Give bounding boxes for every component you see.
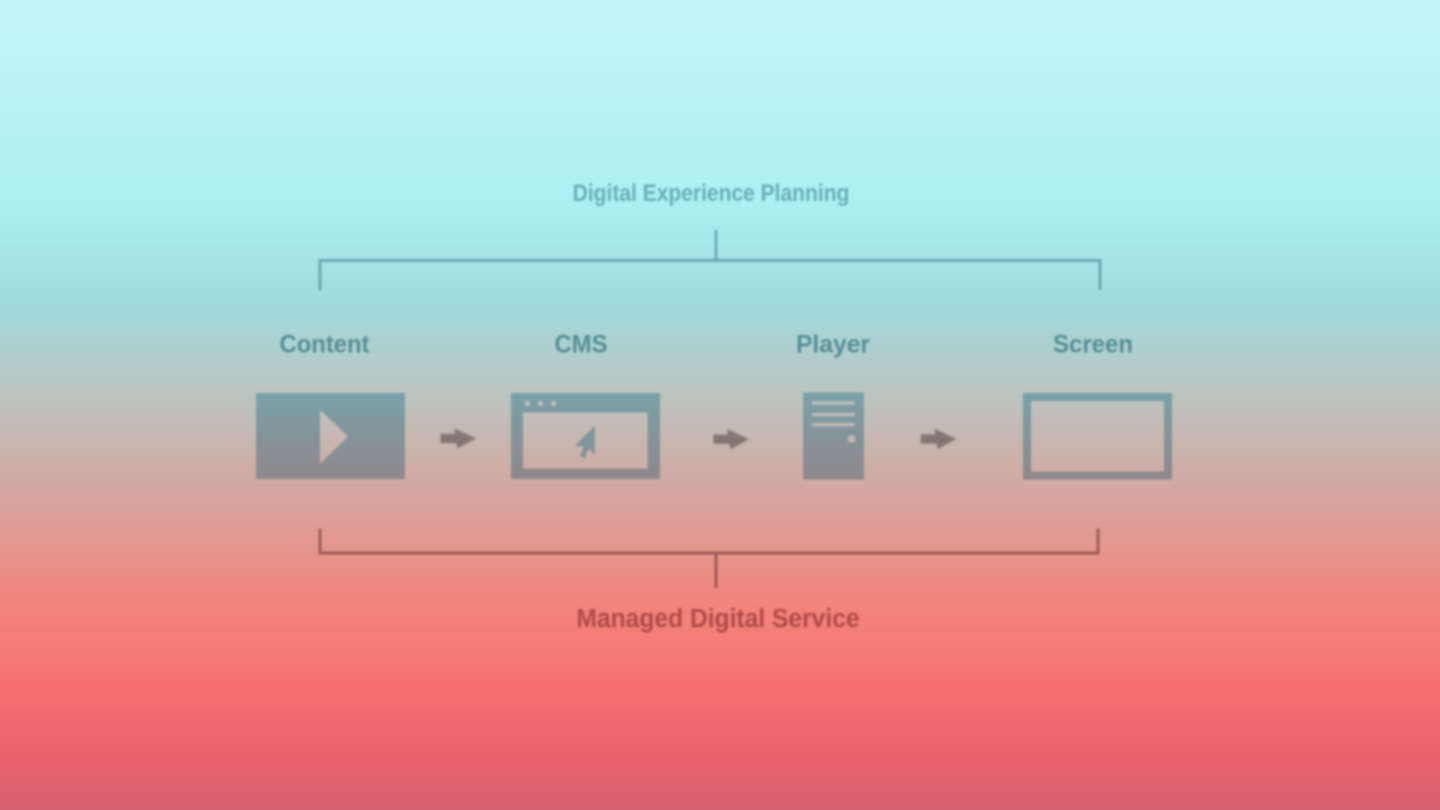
svg-text:Managed Digital Service: Managed Digital Service [576,604,859,633]
svg-text:Player: Player [796,331,870,358]
svg-text:Screen: Screen [1053,331,1133,359]
svg-text:CMS: CMS [555,331,608,359]
svg-text:Digital Experience Planning: Digital Experience Planning [573,180,850,207]
svg-text:Content: Content [280,331,370,359]
